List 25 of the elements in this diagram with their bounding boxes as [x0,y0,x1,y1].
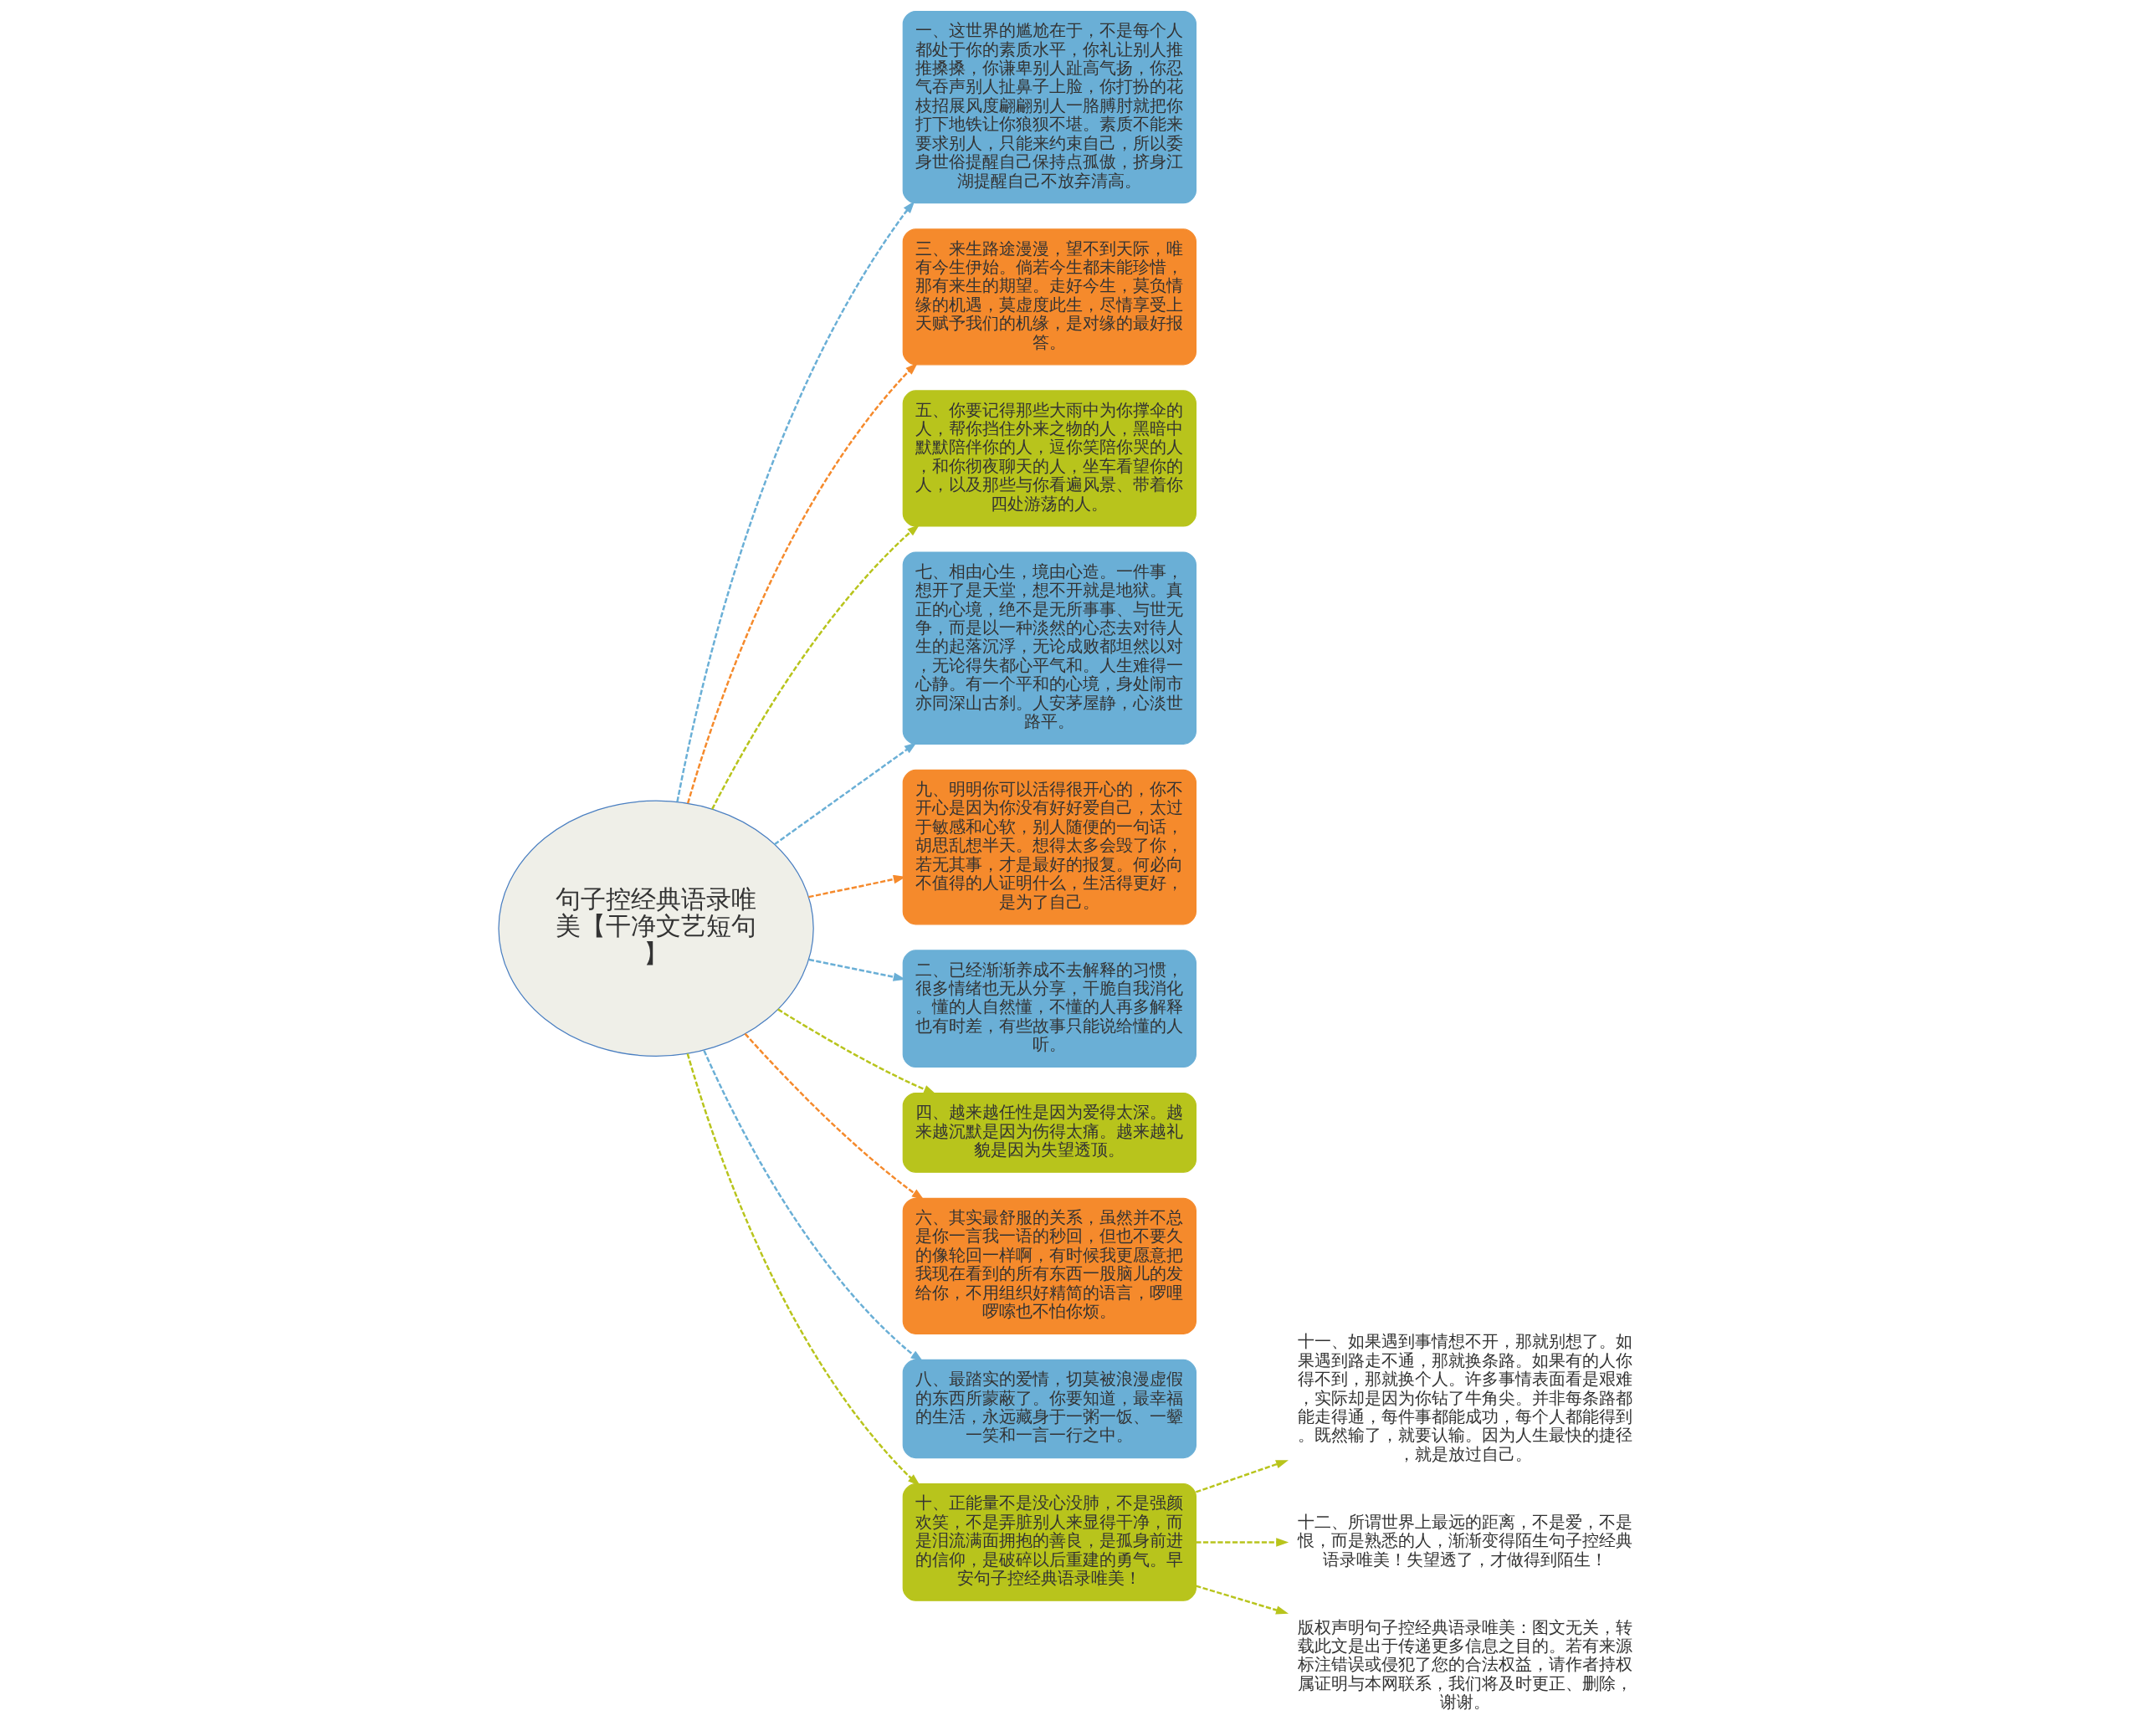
node-box: 三、来生路途漫漫，望不到天际，唯有今生伊始。倘若今生都未能珍惜，那有来生的期望。走好今生，莫负情缘的机遇，莫虚度此生，尽情享受上天赋予我们的机缘，是对缘的最好报答。 [902,228,1197,366]
arrow [776,1008,936,1094]
arrow [686,1053,920,1487]
arrow [773,742,917,846]
arrow [1195,1585,1289,1615]
node-box: 四、越来越任性是因为爱得太深。越来越沉默是因为伤得太痛。越来越礼貌是因为失望透顶。 [902,1092,1197,1173]
node-ellipse: 句子控经典语录唯美【干净文艺短句】 [497,800,814,1057]
node-box: 五、你要记得那些大雨中为你撑伞的人，帮你挡住外来之物的人，黑暗中默默陪伴你的人，逗你笑陪你哭的人，和你彻夜聊天的人，坐车看望你的人，以及那些与你看遍风景、带着你四处游荡的人。 [902,390,1197,527]
node-box: 十、正能量不是没心没肺，不是强颜欢笑，不是弄脏别人来显得干净，而是泪流满面拥抱的善良，是孤身前进的信仰，是破碎以后重建的勇气。早安句子控经典语录唯美！ [902,1483,1197,1601]
node-text: 十一、如果遇到事情想不开，那就别想了。如果遇到路走不通，那就换条路。如果有的人你得不到，那就换个人。许多事情表面看是艰难，实际却是因为你钻了牛角尖。并非每条路都能走得通，每件事都能成功，每个人都能得到。既然输了，就要认输。因为人生最快的捷径，就是放过自己。 [1297,1332,1632,1464]
node-box: 七、相由心生，境由心造。一件事，想开了是天堂，想不开就是地狱。真正的心境，绝不是无所事事、与世无争，而是以一种淡然的心态去对待人生的起落沉浮，无论成败都坦然以对，无论得失都心平气和。人生难得一心静。有一个平和的心境，身处闹市亦同深山古刹。人安茅屋静，心淡世路平。 [902,551,1197,745]
arrow [686,362,918,804]
arrow [710,524,920,810]
node-text: 十二、所谓世界上最远的距离，不是爱，不是恨，而是熟悉的人，渐渐变得陌生句子控经典语录唯美！失望透了，才做得到陌生！ [1297,1512,1632,1570]
node-box: 六、其实最舒服的关系，虽然并不总是你一言我一语的秒回，但也不要久的像轮回一样啊，有时候我更愿意把我现在看到的所有东西一股脑儿的发给你，不用组织好精简的语言，啰哩啰嗦也不怕你烦。 [902,1197,1197,1334]
node-box: 九、明明你可以活得很开心的，你不开心是因为你没有好好爱自己，太过于敏感和心软，别人随便的一句话，胡思乱想半天。想得太多会毁了你，若无其事，才是最好的报复。何必向不值得的人证明什么，生活得更好，是为了自己。 [902,769,1197,925]
node-box: 八、最踏实的爱情，切莫被浪漫虚假的东西所蒙蔽了。你要知道，最幸福的生活，永远藏身于一粥一饭、一颦一笑和一言一行之中。 [902,1359,1197,1459]
arrow [1195,1460,1289,1493]
node-text: 版权声明句子控经典语录唯美：图文无关，转载此文是出于传递更多信息之目的。若有来源标注错误或侵犯了您的合法权益，请作者持权属证明与本网联系，我们将及时更正、删除，谢谢。 [1297,1617,1632,1713]
node-box: 一、这世界的尴尬在于，不是每个人都处于你的素质水平，你礼让别人推推搡搡，你谦卑别人趾高气扬，你忍气吞声别人扯鼻子上脸，你打扮的花枝招展风度翩翩别人一胳膊肘就把你打下地铁让你狼狈不堪。素质不能来要求别人，只能来约束自己，所以委身世俗提醒自己保持点孤傲，挤身江湖提醒自己不放弃清高。 [902,10,1197,204]
arrow [1195,1538,1289,1547]
arrow [675,201,915,802]
arrow [744,1032,925,1201]
node-box: 二、已经渐渐养成不去解释的习惯，很多情绪也无从分享，干脆自我消化。懂的人自然懂，不懂的人再多解释也有时差，有些故事只能说给懂的人听。 [902,950,1197,1068]
arrow [702,1050,923,1362]
